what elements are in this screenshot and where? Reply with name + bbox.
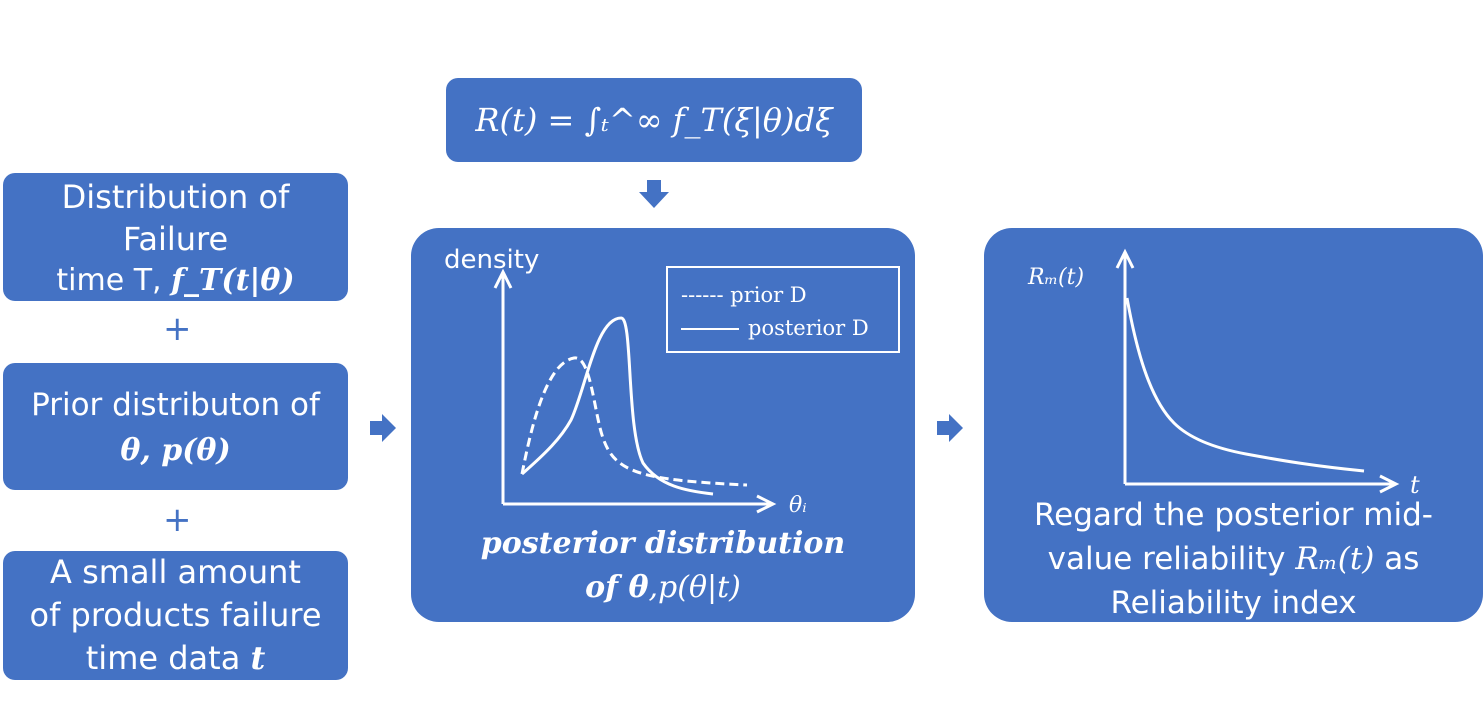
legend-posterior-label: posterior D — [748, 316, 869, 340]
prior-distribution-math: θ, p(θ) — [120, 433, 231, 468]
reliability-caption-math: Rₘ(t) — [1295, 541, 1375, 577]
formula-box: R(t) = ∫ₜ^∞ f_T(ξ|θ)dξ — [446, 78, 862, 162]
failure-distribution-line3: time T, f_T(t|θ) — [3, 261, 348, 301]
failure-data-math: t — [250, 639, 266, 677]
legend-prior-label: ------ prior D — [681, 283, 807, 307]
arrow-right-icon — [370, 414, 396, 442]
reliability-caption-suffix: as — [1384, 541, 1420, 577]
theta-axis-label: θᵢ — [789, 493, 807, 518]
legend-box — [666, 266, 900, 353]
reliability-plot — [1115, 248, 1400, 494]
plus-sign-1: + — [163, 309, 192, 349]
failure-data-box: A small amount of products failure time … — [3, 551, 348, 680]
y-axis-arrowhead — [1115, 248, 1135, 269]
prior-distribution-line1: Prior distributon of — [31, 387, 320, 423]
failure-distribution-prefix: time T, — [56, 263, 162, 298]
reliability-caption-line1: Regard the posterior mid- — [1034, 497, 1433, 533]
density-label: density — [444, 245, 540, 275]
plus-sign-2: + — [163, 500, 192, 540]
arrow-down-icon — [639, 180, 669, 208]
reliability-box: Rₘ(t) t Regard the posterior mid- value … — [984, 228, 1483, 622]
posterior-plot — [493, 266, 900, 514]
posterior-distribution-box: density θᵢ ------ prior D posterior D po… — [411, 228, 915, 622]
x-axis-arrowhead — [756, 494, 777, 514]
failure-data-prefix: time data — [85, 639, 241, 677]
reliability-caption-prefix: value reliability — [1047, 541, 1286, 577]
posterior-caption-line1: posterior distribution — [480, 526, 846, 561]
failure-data-line1: A small amount — [50, 553, 301, 591]
x-axis-arrowhead — [1379, 474, 1400, 494]
posterior-curve — [521, 316, 714, 496]
failure-data-line3: time data t — [3, 637, 348, 679]
reliability-curve — [1125, 297, 1365, 473]
arrow-right-icon — [937, 414, 963, 442]
y-axis-arrowhead — [493, 268, 513, 289]
failure-distribution-line1: Distribution of — [61, 178, 290, 216]
reliability-caption-line3: Reliability index — [1110, 585, 1357, 621]
prior-curve — [520, 356, 748, 487]
failure-data-line2: of products failure — [29, 596, 322, 634]
prior-distribution-box: Prior distributon of θ, p(θ) — [3, 363, 348, 490]
failure-distribution-line2: Failure — [122, 220, 229, 258]
t-axis-label: t — [1410, 471, 1420, 499]
reliability-formula: R(t) = ∫ₜ^∞ f_T(ξ|θ)dξ — [475, 101, 833, 139]
failure-distribution-box: Distribution of Failure time T, f_T(t|θ) — [3, 173, 348, 301]
posterior-caption-line2: of θ,p(θ|t) — [411, 568, 915, 608]
posterior-caption-math: ,p(θ|t) — [648, 570, 741, 605]
rm-axis-label: Rₘ(t) — [1028, 265, 1085, 290]
failure-distribution-math: f_T(t|θ) — [171, 263, 295, 298]
posterior-caption-prefix: of θ — [585, 570, 649, 605]
reliability-caption-line2: value reliability Rₘ(t) as — [984, 537, 1483, 581]
